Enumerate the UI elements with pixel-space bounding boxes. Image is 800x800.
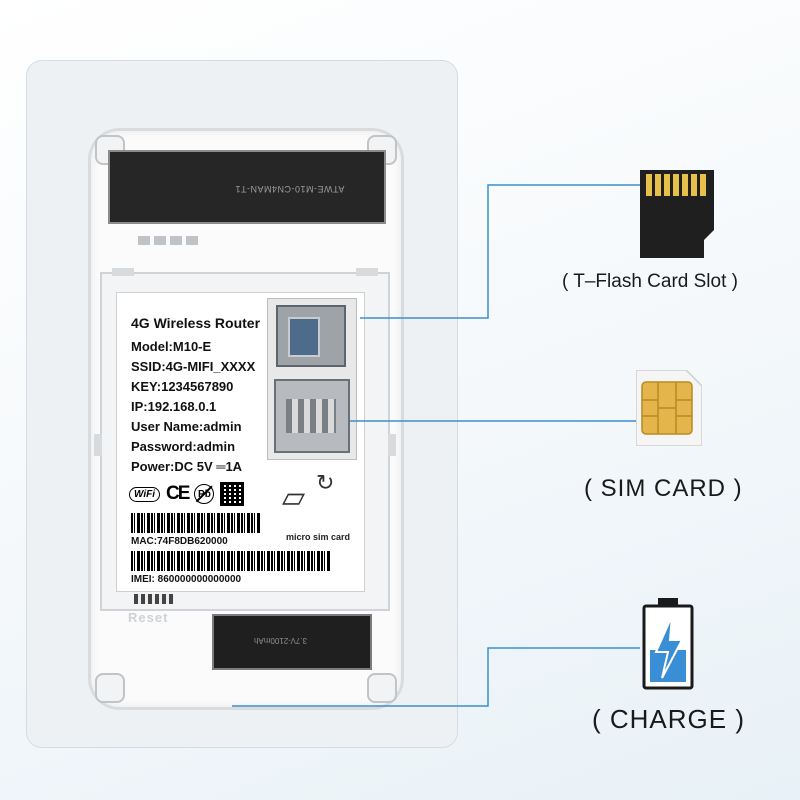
label-model: Model:M10-E	[131, 339, 212, 354]
tflash-slot[interactable]	[276, 305, 346, 367]
label-password: Password:admin	[131, 439, 236, 454]
rotate-arrow-icon: ↻	[316, 470, 335, 495]
label-ssid: SSID:4G-MIFI_XXXX	[131, 359, 256, 374]
reset-label: Reset	[128, 610, 169, 625]
wifi-certification-icon: WiFi	[129, 486, 161, 502]
certification-row: WiFi CE Pb	[129, 482, 245, 506]
qr-code-icon	[220, 482, 245, 506]
micro-sim-label: micro sim card	[286, 532, 351, 542]
mac-barcode	[131, 513, 261, 533]
charge-callout-label: ( CHARGE )	[592, 704, 745, 734]
tflash-callout-line	[360, 184, 640, 319]
tflash-callout-label: ( T–Flash Card Slot )	[562, 271, 738, 292]
sim-callout-label: ( SIM CARD )	[584, 475, 743, 502]
battery-plate: 3.7V-2100mAh	[212, 614, 372, 670]
micro-sim-icon: ▱	[282, 481, 306, 514]
sim-card-icon	[636, 370, 702, 446]
imei-barcode	[131, 551, 331, 571]
vents	[138, 232, 202, 250]
label-mac: MAC:74F8DB620000	[131, 536, 228, 547]
corner-bump	[95, 673, 125, 703]
battery-charge-icon	[642, 598, 694, 690]
label-power: Power:DC 5V ═1A	[131, 459, 243, 474]
card-slot-area	[267, 298, 357, 460]
sim-slot[interactable]	[274, 379, 350, 453]
label-title: 4G Wireless Router	[131, 315, 261, 331]
charge-callout-line	[232, 647, 640, 707]
label-username: User Name:admin	[131, 419, 242, 434]
sd-card-icon	[640, 170, 714, 258]
corner-bump	[367, 673, 397, 703]
label-key: KEY:1234567890	[131, 379, 234, 394]
lead-free-icon: Pb	[194, 484, 215, 504]
ce-mark-icon: CE	[166, 483, 190, 504]
top-plate: ATWE-M10-CN4MAN-T1	[108, 150, 386, 224]
label-imei: IMEI: 860000000000000	[131, 574, 242, 585]
label-ip: IP:192.168.0.1	[131, 399, 217, 414]
battery-contacts	[134, 594, 174, 604]
